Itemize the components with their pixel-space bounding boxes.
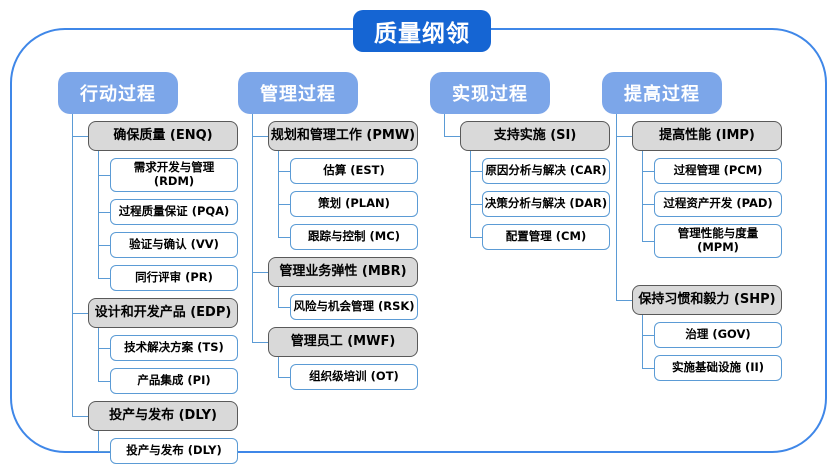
leaf-node: 投产与发布 (DLY) (110, 437, 238, 464)
column-tree: 规划和管理工作 (PMW) 估算 (EST) 策划 (PLAN) 跟踪与控制 (… (252, 114, 420, 390)
leaf-node: 治理 (GOV) (654, 321, 782, 348)
leaf-node: 过程资产开发 (PAD) (654, 191, 782, 217)
leaf-node: 策划 (PLAN) (290, 191, 418, 217)
leaf-node: 管理性能与度量 (MPM) (654, 224, 782, 258)
leaf-node: 估算 (EST) (290, 158, 418, 184)
column-header-management: 管理过程 (238, 72, 358, 114)
tree-branch: 管理业务弹性 (MBR) 风险与机会管理 (RSK) (252, 250, 420, 320)
leaf-node: 过程管理 (PCM) (654, 158, 782, 184)
group-node: 提高性能 (IMP) (632, 121, 782, 151)
group-node: 投产与发布 (DLY) (88, 400, 238, 431)
leaf-node: 验证与确认 (VV) (110, 231, 238, 258)
leaf-node: 需求开发与管理 (RDM) (110, 158, 238, 192)
column-header-realization: 实现过程 (430, 72, 550, 114)
tree-branch: 投产与发布 (DLY) 投产与发布 (DLY) (72, 393, 240, 464)
tree-branch: 保持习惯和毅力 (SHP) 治理 (GOV) 实施基础设施 (II) (616, 257, 784, 381)
group-node: 保持习惯和毅力 (SHP) (632, 284, 782, 315)
process-column-action: 行动过程 确保质量 (ENQ) 需求开发与管理 (RDM) 过程质量保证 (PQ… (58, 72, 240, 464)
tree-branch: 支持实施 (SI) 原因分析与解决 (CAR) 决策分析与解决 (DAR) 配置… (444, 114, 612, 250)
leaf-node: 配置管理 (CM) (482, 224, 610, 250)
process-column-management: 管理过程 规划和管理工作 (PMW) 估算 (EST) 策划 (PLAN) 跟踪… (238, 72, 420, 390)
leaf-node: 跟踪与控制 (MC) (290, 224, 418, 250)
leaf-node: 风险与机会管理 (RSK) (290, 294, 418, 320)
group-node: 管理业务弹性 (MBR) (268, 257, 418, 287)
column-header-action: 行动过程 (58, 72, 178, 114)
leaf-node: 技术解决方案 (TS) (110, 334, 238, 361)
leaf-node: 产品集成 (PI) (110, 367, 238, 394)
tree-branch: 设计和开发产品 (EDP) 技术解决方案 (TS) 产品集成 (PI) (72, 290, 240, 394)
diagram-title: 质量纲领 (353, 10, 491, 52)
group-node: 支持实施 (SI) (460, 121, 610, 151)
leaf-node: 决策分析与解决 (DAR) (482, 191, 610, 217)
leaf-node: 原因分析与解决 (CAR) (482, 158, 610, 184)
group-node: 设计和开发产品 (EDP) (88, 297, 238, 328)
tree-branch: 提高性能 (IMP) 过程管理 (PCM) 过程资产开发 (PAD) 管理性能与… (616, 114, 784, 258)
leaf-node: 组织级培训 (OT) (290, 364, 418, 390)
tree-branch: 规划和管理工作 (PMW) 估算 (EST) 策划 (PLAN) 跟踪与控制 (… (252, 114, 420, 250)
column-tree: 支持实施 (SI) 原因分析与解决 (CAR) 决策分析与解决 (DAR) 配置… (444, 114, 612, 250)
column-tree: 提高性能 (IMP) 过程管理 (PCM) 过程资产开发 (PAD) 管理性能与… (616, 114, 784, 381)
leaf-node: 同行评审 (PR) (110, 264, 238, 291)
tree-branch: 确保质量 (ENQ) 需求开发与管理 (RDM) 过程质量保证 (PQA) 验证… (72, 114, 240, 291)
group-node: 确保质量 (ENQ) (88, 121, 238, 151)
group-node: 管理员工 (MWF) (268, 327, 418, 357)
leaf-node: 过程质量保证 (PQA) (110, 198, 238, 225)
leaf-node: 实施基础设施 (II) (654, 354, 782, 381)
group-node: 规划和管理工作 (PMW) (268, 121, 418, 151)
tree-branch: 管理员工 (MWF) 组织级培训 (OT) (252, 320, 420, 390)
process-column-realization: 实现过程 支持实施 (SI) 原因分析与解决 (CAR) 决策分析与解决 (DA… (430, 72, 612, 250)
column-header-improvement: 提高过程 (602, 72, 722, 114)
column-tree: 确保质量 (ENQ) 需求开发与管理 (RDM) 过程质量保证 (PQA) 验证… (72, 114, 240, 464)
process-column-improvement: 提高过程 提高性能 (IMP) 过程管理 (PCM) 过程资产开发 (PAD) … (602, 72, 784, 381)
